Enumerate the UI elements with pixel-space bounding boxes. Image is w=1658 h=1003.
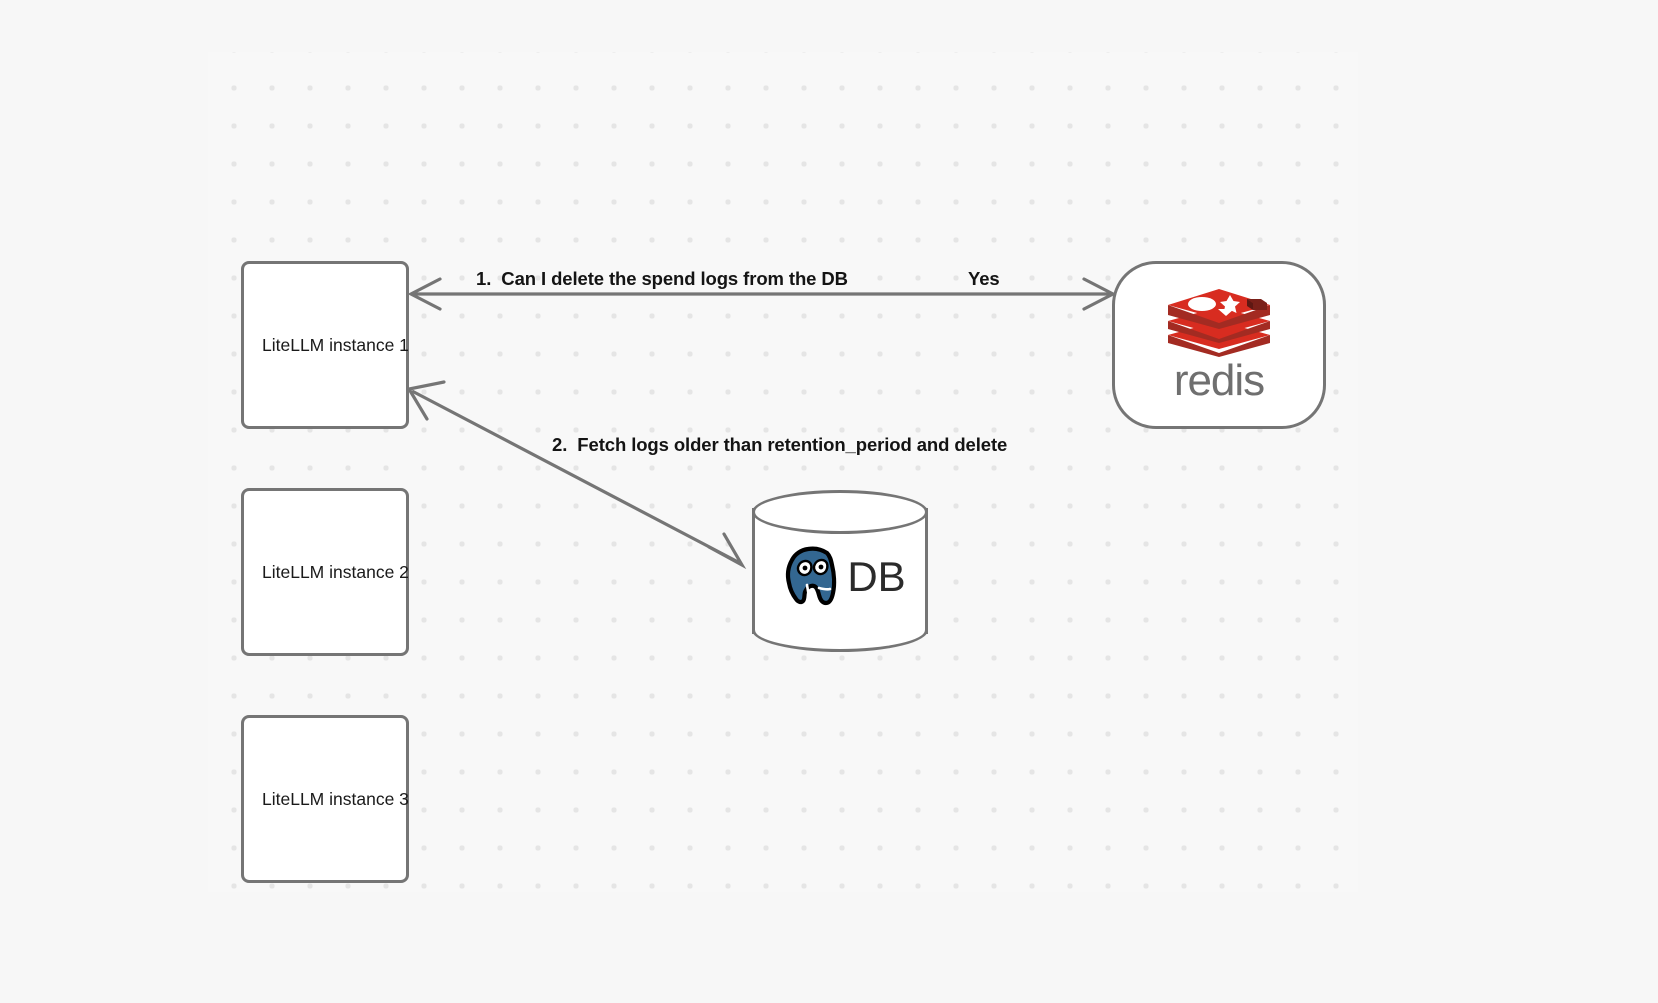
edge-label-question: 1. Can I delete the spend logs from the … xyxy=(476,268,848,289)
edge-label-answer: Yes xyxy=(968,268,1000,289)
node-litellm-instance-3-label: LiteLLM instance 3 xyxy=(262,788,409,809)
redis-stack-icon xyxy=(1168,289,1270,357)
redis-wordmark: redis xyxy=(1173,356,1265,405)
db-cylinder-top xyxy=(752,490,928,534)
node-litellm-instance-3[interactable]: LiteLLM instance 3 xyxy=(241,715,409,883)
node-redis[interactable]: redis xyxy=(1112,261,1326,429)
node-database[interactable]: DB xyxy=(752,490,928,652)
edge-label-fetch-delete: 2. Fetch logs older than retention_perio… xyxy=(552,434,1008,455)
db-label: DB xyxy=(847,553,906,600)
node-litellm-instance-2-label: LiteLLM instance 2 xyxy=(262,561,409,582)
postgresql-elephant-icon xyxy=(786,546,837,610)
db-content: DB xyxy=(752,542,928,612)
node-litellm-instance-1-label: LiteLLM instance 1 xyxy=(262,334,409,355)
redis-logo: redis xyxy=(1164,283,1274,403)
node-litellm-instance-1[interactable]: LiteLLM instance 1 xyxy=(241,261,409,429)
node-litellm-instance-2[interactable]: LiteLLM instance 2 xyxy=(241,488,409,656)
